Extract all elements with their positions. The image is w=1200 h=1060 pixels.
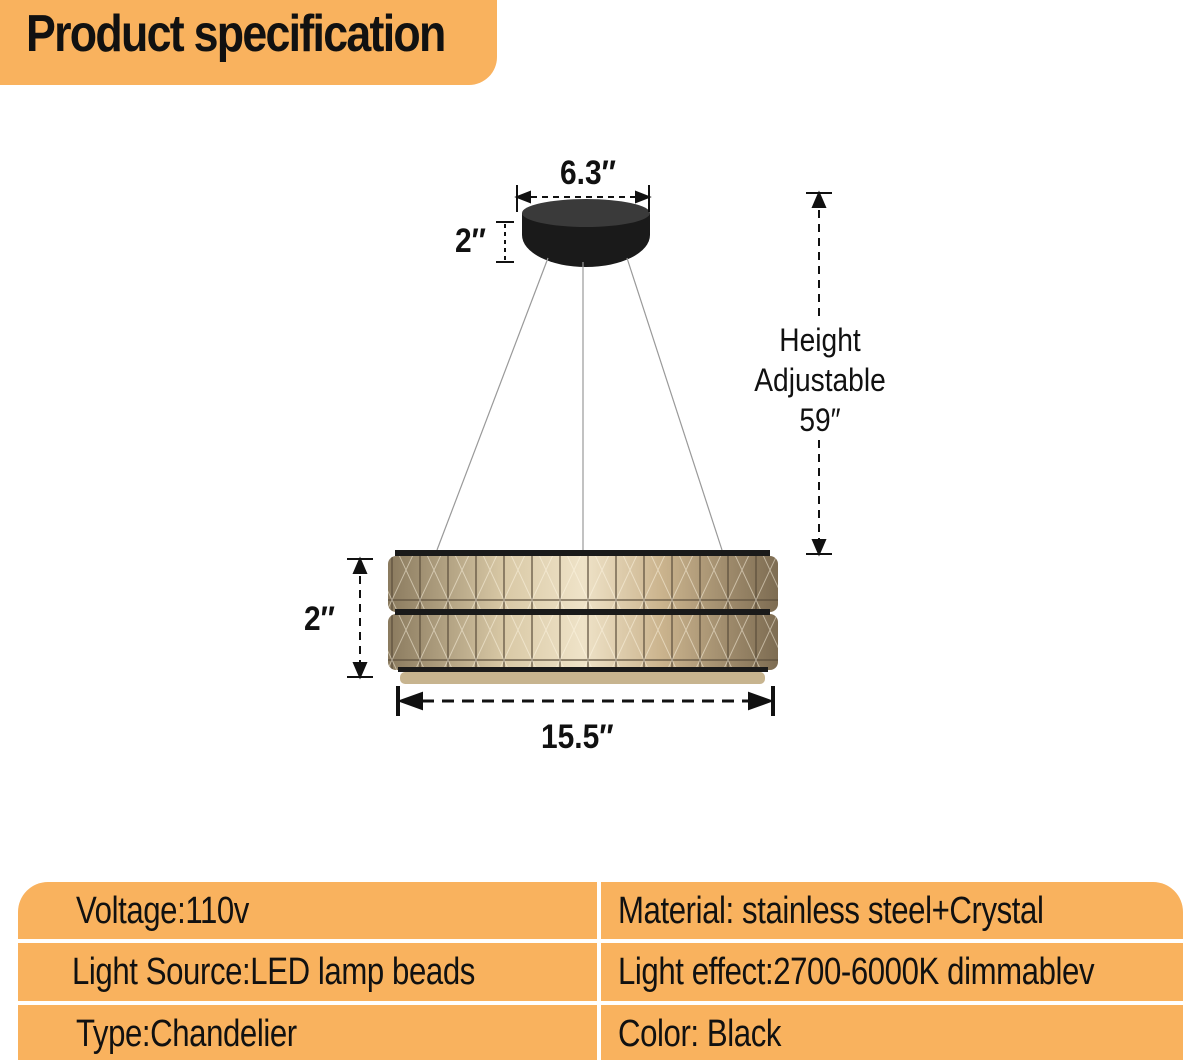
suspension-wires <box>436 257 723 552</box>
chandelier-diagram <box>347 185 832 716</box>
ring-height-label: 2″ <box>304 600 335 638</box>
height-adjustable-note: Height Adjustable 59″ <box>732 320 908 440</box>
spec-color: Color: Black <box>618 1013 782 1055</box>
header-banner: Product specification <box>0 0 497 85</box>
spec-light-source: Light Source:LED lamp beads <box>72 951 475 993</box>
height-note-value: 59″ <box>799 402 841 438</box>
spec-cell: Type:Chandelier <box>18 1005 597 1060</box>
spec-voltage: Voltage:110v <box>76 890 249 932</box>
ring-width-label: 15.5″ <box>541 718 614 756</box>
spec-table: Voltage:110v Material: stainless steel+C… <box>18 882 1183 1060</box>
height-note-line: Height <box>779 322 861 358</box>
spec-type: Type:Chandelier <box>76 1013 297 1055</box>
canopy <box>522 199 650 267</box>
spec-cell: Material: stainless steel+Crystal <box>601 882 1183 939</box>
canopy-width-label: 6.3″ <box>560 154 616 192</box>
spec-cell: Voltage:110v <box>18 882 597 939</box>
spec-cell: Light Source:LED lamp beads <box>18 943 597 1001</box>
spec-light-effect: Light effect:2700-6000K dimmablev <box>618 951 1095 993</box>
crystal-ring <box>388 550 778 684</box>
height-note-line: Adjustable <box>754 362 886 398</box>
canopy-height-label: 2″ <box>455 222 486 260</box>
page-title: Product specification <box>26 5 446 63</box>
spec-cell: Color: Black <box>601 1005 1183 1060</box>
dimension-lines <box>347 185 832 716</box>
spec-cell: Light effect:2700-6000K dimmablev <box>601 943 1183 1001</box>
spec-material: Material: stainless steel+Crystal <box>618 890 1044 932</box>
